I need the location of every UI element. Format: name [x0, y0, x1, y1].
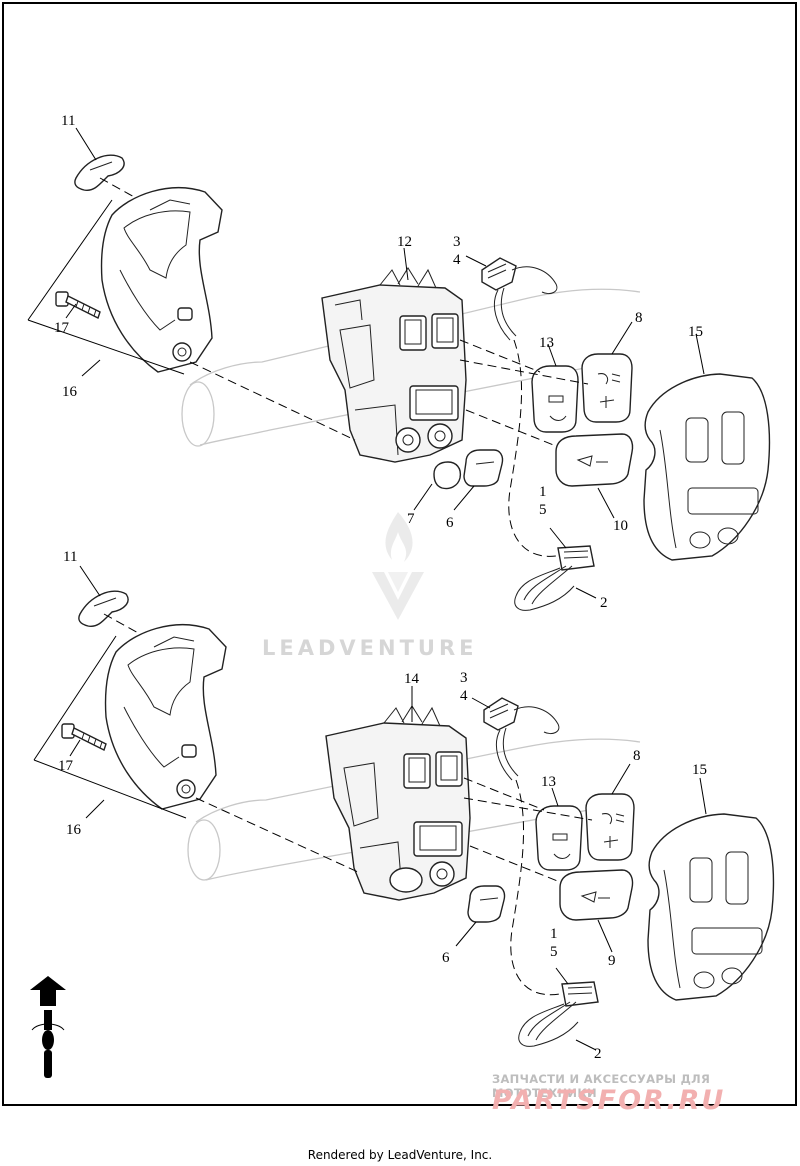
callout-upper-17: 17 [54, 320, 70, 336]
callout-upper-16: 16 [62, 384, 78, 400]
front-direction-arrow-icon [30, 976, 66, 1006]
upper-part-3-4-connector [481, 257, 558, 341]
callout-lower-14: 14 [404, 671, 420, 687]
upper-part-17-screw [55, 291, 101, 319]
callout-upper-5: 5 [539, 502, 547, 518]
callout-lower-3: 3 [460, 670, 468, 686]
callout-upper-1: 1 [539, 484, 547, 500]
leadventure-watermark: LEADVENTURE [262, 636, 478, 660]
callout-upper-6: 6 [446, 515, 454, 531]
callout-lower-15: 15 [692, 762, 707, 778]
callout-upper-11: 11 [61, 113, 75, 129]
callout-upper-4: 4 [453, 252, 461, 268]
upper-part-8-button [581, 353, 633, 423]
callout-lower-9: 9 [608, 953, 616, 969]
upper-part-1-5-connector [557, 545, 595, 571]
callout-lower-4: 4 [460, 688, 468, 704]
callout-lower-13: 13 [541, 774, 556, 790]
upper-part-10-button [555, 433, 634, 487]
lower-part-16-housing [104, 624, 227, 810]
partsfor-caption: ЗАПЧАСТИ И АКСЕССУАРЫ ДЛЯ МОТОТЕХНИКИ [492, 1072, 711, 1100]
lower-assembly [33, 565, 775, 1051]
callout-lower-11: 11 [63, 549, 77, 565]
diagram-frame [2, 2, 797, 1106]
lower-part-15-housing [647, 813, 775, 1001]
callout-upper-2: 2 [600, 595, 608, 611]
callout-upper-3: 3 [453, 234, 461, 250]
lower-part-3-4-connector [483, 697, 560, 781]
callout-lower-6: 6 [442, 950, 450, 966]
lower-handlebar-ghost [187, 738, 641, 881]
lower-part-8-button [585, 793, 635, 861]
lower-part-2-harness [518, 1001, 579, 1047]
upper-part-13-button [531, 365, 579, 433]
lower-part-6-knob [467, 885, 506, 923]
callout-lower-5: 5 [550, 944, 558, 960]
lower-part-1-5-connector [561, 981, 599, 1007]
lower-part-11-cap [78, 590, 129, 627]
callout-upper-13: 13 [539, 335, 554, 351]
callout-upper-10: 10 [613, 518, 628, 534]
callout-lower-17: 17 [58, 758, 74, 774]
partsfor-brand-logo: PARTSFOR.RU [492, 1085, 726, 1116]
callout-lower-16: 16 [66, 822, 82, 838]
upper-handlebar-ghost [181, 288, 641, 447]
upper-part-2-harness [514, 565, 575, 611]
callout-upper-8: 8 [635, 310, 643, 326]
lower-part-9-button [559, 869, 634, 921]
upper-part-15-housing [643, 373, 771, 561]
upper-part-7-knob [433, 461, 462, 490]
lower-part-13-button [535, 805, 583, 871]
footer-rendered-by: Rendered by LeadVenture, Inc. [307, 1148, 493, 1162]
upper-part-16-housing [100, 187, 223, 373]
callout-upper-15: 15 [688, 324, 703, 340]
lower-part-14-switch-block [325, 705, 471, 901]
upper-part-6-knob [463, 449, 504, 487]
motorcycle-top-view-icon [31, 1010, 65, 1078]
callout-lower-1: 1 [550, 926, 558, 942]
lower-part-17-screw [61, 723, 107, 751]
upper-assembly [27, 127, 771, 611]
callout-lower-8: 8 [633, 748, 641, 764]
upper-part-12-switch-block [321, 267, 467, 463]
callout-upper-7: 7 [407, 511, 415, 527]
leadventure-flame-logo-icon [372, 512, 424, 620]
callout-upper-12: 12 [397, 234, 412, 250]
upper-part-11-cap [74, 154, 125, 191]
callout-lower-2: 2 [594, 1046, 602, 1062]
